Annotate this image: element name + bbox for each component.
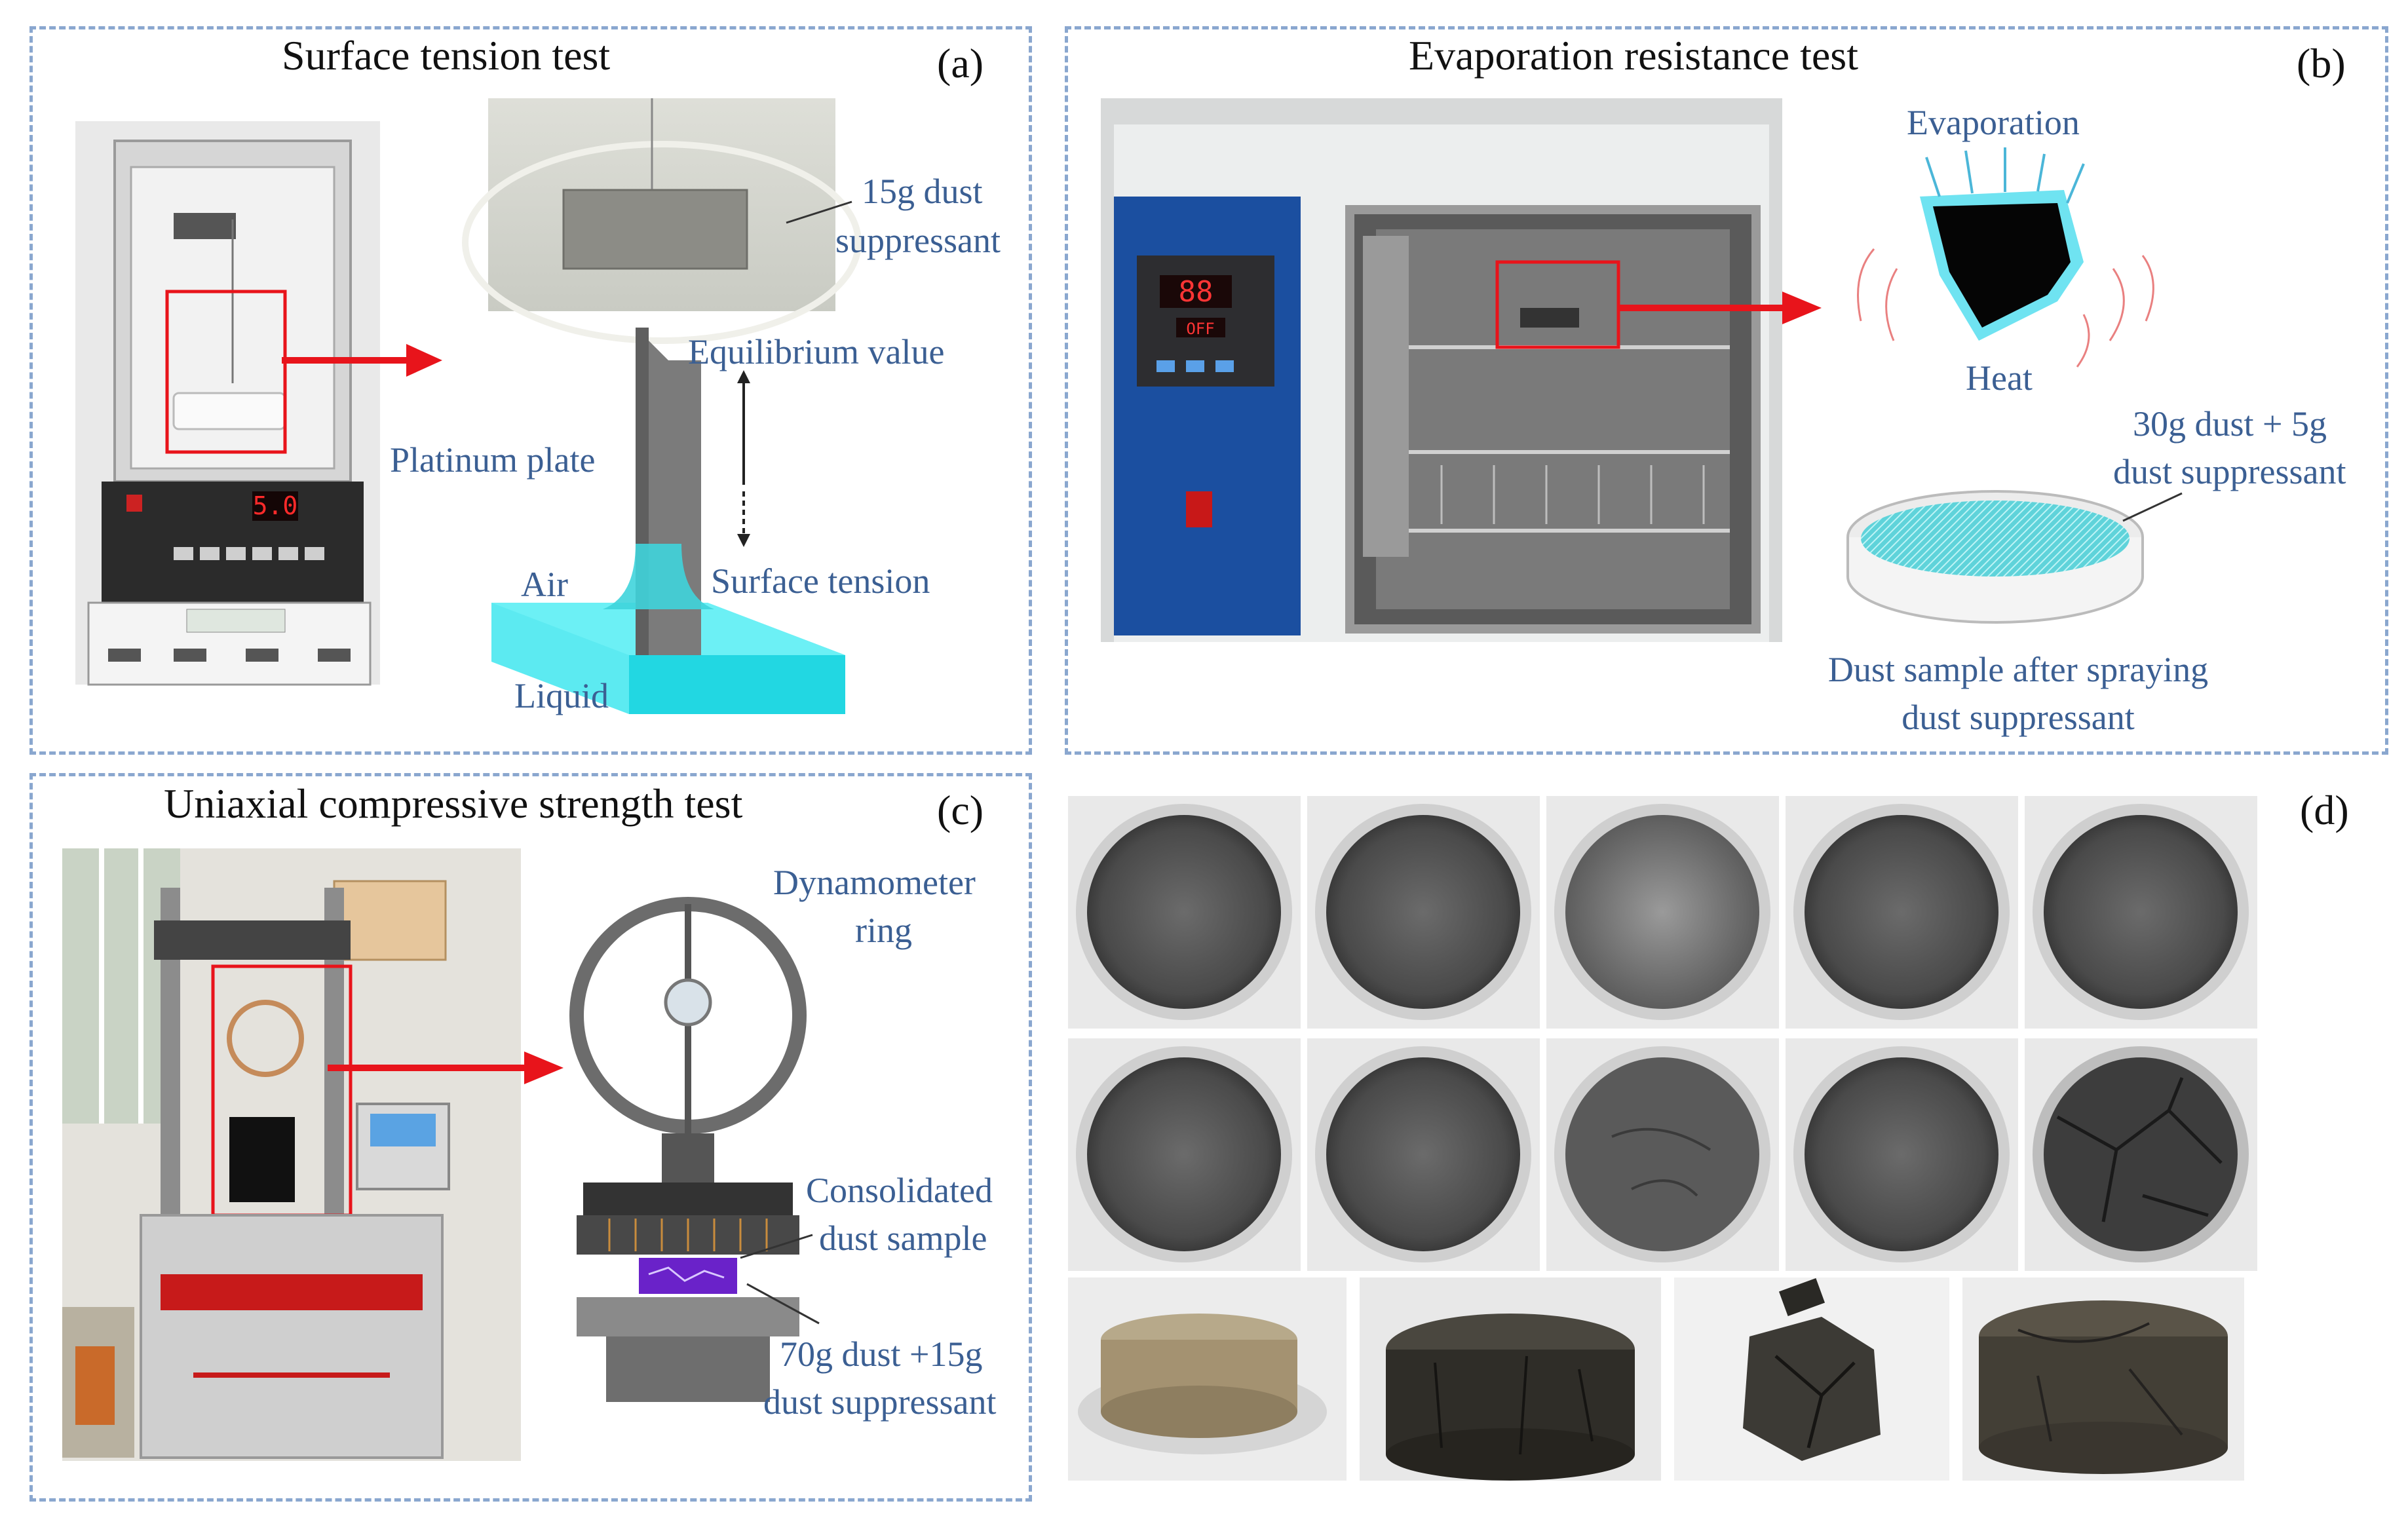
- dynamometer-label-line1: Dynamometer: [773, 863, 976, 902]
- panel-b-title: Evaporation resistance test: [1409, 32, 1858, 79]
- oven-off-display: OFF: [1186, 320, 1214, 338]
- platinum-plate-label: Platinum plate: [390, 440, 596, 480]
- dust-dish-row1: [1068, 796, 2257, 1029]
- air-label: Air: [521, 565, 568, 604]
- consolidated-samples-row: [1068, 1277, 2244, 1481]
- evaporation-label: Evaporation: [1907, 103, 2080, 142]
- mix-pointer-c: [746, 1283, 820, 1325]
- dust-suppressant-a-line2: suppressant: [835, 221, 1001, 260]
- evaporation-diagram: [1857, 147, 2154, 368]
- panel-c-title: Uniaxial compressive strength test: [164, 780, 743, 827]
- panel-d-label: (d): [2300, 787, 2349, 833]
- oven-temp-display: 88: [1179, 275, 1214, 309]
- arrow-c: [328, 1051, 564, 1084]
- dust-dish-row2: [1068, 1038, 2257, 1271]
- heat-label: Heat: [1966, 358, 2033, 398]
- panel-a-label: (a): [937, 40, 984, 86]
- panel-c: [29, 773, 1032, 1502]
- dust-sample-line1: Dust sample after spraying: [1827, 650, 2209, 689]
- consolidated-label-line1: Consolidated: [806, 1171, 993, 1210]
- arrow-b: [1618, 292, 1822, 324]
- dust-mix-b-line2: dust suppressant: [2113, 452, 2346, 491]
- drying-oven: 88 OFF: [1101, 98, 1782, 642]
- panel-a: [29, 26, 1032, 755]
- liquid-label: Liquid: [514, 676, 609, 715]
- consolidated-pointer: [740, 1234, 813, 1259]
- panel-c-label: (c): [937, 787, 984, 833]
- dynamometer-label-line2: ring: [855, 911, 912, 950]
- instrument-display: 5.0: [253, 491, 298, 520]
- dust-suppressant-a-line1: 15g dust: [862, 172, 983, 211]
- surface-tension-instrument: 5.0: [75, 121, 380, 686]
- mix-c-line1: 70g dust +15g: [780, 1334, 983, 1374]
- equilibrium-value-label: Equilibrium value: [688, 332, 945, 371]
- dust-sample-line2: dust suppressant: [1902, 698, 2135, 737]
- petri-dish: [1846, 490, 2144, 624]
- panel-b-label: (b): [2297, 40, 2346, 86]
- platinum-plate-diagram: [491, 328, 845, 714]
- dust-pointer-a: [786, 200, 852, 224]
- surface-tension-label: Surface tension: [711, 561, 930, 601]
- panel-b: [1065, 26, 2388, 755]
- dynamometer-diagram: [569, 897, 807, 1402]
- panel-a-title: Surface tension test: [282, 32, 611, 79]
- compression-machine: [62, 848, 521, 1461]
- mix-c-line2: dust suppressant: [763, 1382, 997, 1422]
- consolidated-label-line2: dust sample: [819, 1219, 987, 1258]
- plate-in-liquid-photo: [462, 98, 862, 344]
- dust-pointer-b: [2122, 492, 2183, 522]
- dust-mix-b-line1: 30g dust + 5g: [2133, 404, 2327, 444]
- arrow-a: [282, 344, 442, 377]
